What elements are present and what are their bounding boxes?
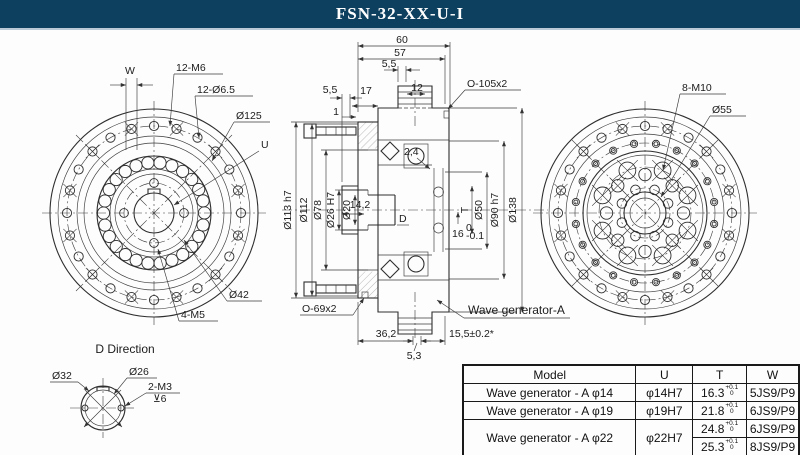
dim-60: 60 bbox=[396, 34, 408, 46]
oring-bottom-label: O-69x2 bbox=[302, 303, 337, 315]
spec-table: Model U T W Wave generator - A φ14 φ14H7… bbox=[462, 364, 800, 455]
dim-t: T bbox=[459, 206, 471, 213]
front-d125-label: Ø125 bbox=[236, 110, 262, 122]
rear-8m10-label: 8-M10 bbox=[682, 82, 712, 94]
cell-w: 8JS9/P9 bbox=[746, 437, 800, 455]
section-view: 60 57 5,5 12 5,5 17 1 O-105x2 Ø1 bbox=[282, 34, 570, 362]
dim-d113: Ø113 h7 bbox=[282, 190, 294, 230]
dim-d138: Ø138 bbox=[507, 197, 519, 223]
detail-depth-label: ⊻6 bbox=[153, 393, 167, 405]
dim-12: 12 bbox=[411, 82, 423, 94]
front-12d65-label: 12-Ø6.5 bbox=[197, 84, 235, 96]
front-w-label: W bbox=[125, 65, 135, 77]
table-header-row: Model U T W bbox=[462, 364, 800, 384]
cell-model: Wave generator - A φ19 bbox=[462, 401, 637, 420]
dim-14-2: 14,2 bbox=[350, 199, 371, 211]
dim-d112: Ø112 bbox=[298, 197, 310, 222]
header-model: Model bbox=[462, 364, 637, 384]
cell-model: Wave generator - A φ14 bbox=[462, 383, 637, 402]
dim-36-2: 36,2 bbox=[376, 328, 397, 340]
dim-2-4: 2,4 bbox=[404, 146, 419, 158]
dim-16-tol-dn: -0.1 bbox=[466, 230, 484, 242]
detail-title: D Direction bbox=[95, 342, 154, 356]
detail-d26-label: Ø26 bbox=[129, 366, 149, 378]
dim-d26: Ø26 H7 bbox=[325, 192, 337, 228]
dim-15-5: 15,5±0.2* bbox=[449, 328, 494, 340]
cell-u: φ14H7 bbox=[635, 383, 694, 402]
front-12m6-label: 12-M6 bbox=[176, 62, 206, 74]
front-d42-label: Ø42 bbox=[229, 289, 249, 301]
dim-1: 1 bbox=[333, 106, 339, 118]
cell-w: 6JS9/P9 bbox=[746, 401, 800, 420]
dim-d50: Ø50 bbox=[473, 200, 485, 220]
title-bar: FSN-32-XX-U-I bbox=[0, 0, 800, 30]
cell-u: φ19H7 bbox=[635, 401, 694, 420]
detail-2m3-label: 2-M3 bbox=[148, 381, 172, 393]
dim-57: 57 bbox=[394, 47, 406, 59]
detail-d32-label: Ø32 bbox=[52, 370, 72, 382]
dim-5-3: 5,3 bbox=[407, 350, 422, 362]
front-u-label: U bbox=[261, 139, 269, 151]
cell-u: φ22H7 bbox=[635, 419, 694, 455]
header-t: T bbox=[692, 364, 748, 384]
dim-d78: Ø78 bbox=[312, 200, 324, 220]
cell-w: 6JS9/P9 bbox=[746, 419, 800, 438]
header-u: U bbox=[635, 364, 694, 384]
cell-model: Wave generator - A φ22 bbox=[462, 419, 637, 455]
rear-view: 8-M10 Ø55 bbox=[533, 82, 757, 325]
dim-5-5-top: 5,5 bbox=[382, 58, 397, 70]
header-w: W bbox=[746, 364, 800, 384]
label-d: D bbox=[399, 213, 407, 225]
dim-17: 17 bbox=[360, 85, 372, 97]
cell-w: 5JS9/P9 bbox=[746, 383, 800, 402]
wave-generator-label: Wave generator-A bbox=[468, 303, 565, 317]
wave-generator-table: Model U T W Wave generator - A φ14 φ14H7… bbox=[462, 364, 800, 455]
drawing-title: FSN-32-XX-U-I bbox=[335, 4, 465, 23]
detail-view: D Direction Ø32 Ø26 2-M3 ⊻6 bbox=[50, 342, 180, 438]
front-view: W 12-M6 12-Ø6.5 Ø125 U Ø42 4-M5 bbox=[42, 62, 270, 325]
dim-5-5-left: 5,5 bbox=[323, 84, 338, 96]
dim-16: 16 bbox=[452, 228, 464, 240]
dim-d90: Ø90 h7 bbox=[489, 193, 501, 228]
front-4m5-label: 4-M5 bbox=[181, 309, 205, 321]
oring-top-label: O-105x2 bbox=[467, 78, 507, 90]
dim-16-tol-up: 0 bbox=[466, 222, 472, 234]
rear-d55-label: Ø55 bbox=[712, 104, 732, 116]
